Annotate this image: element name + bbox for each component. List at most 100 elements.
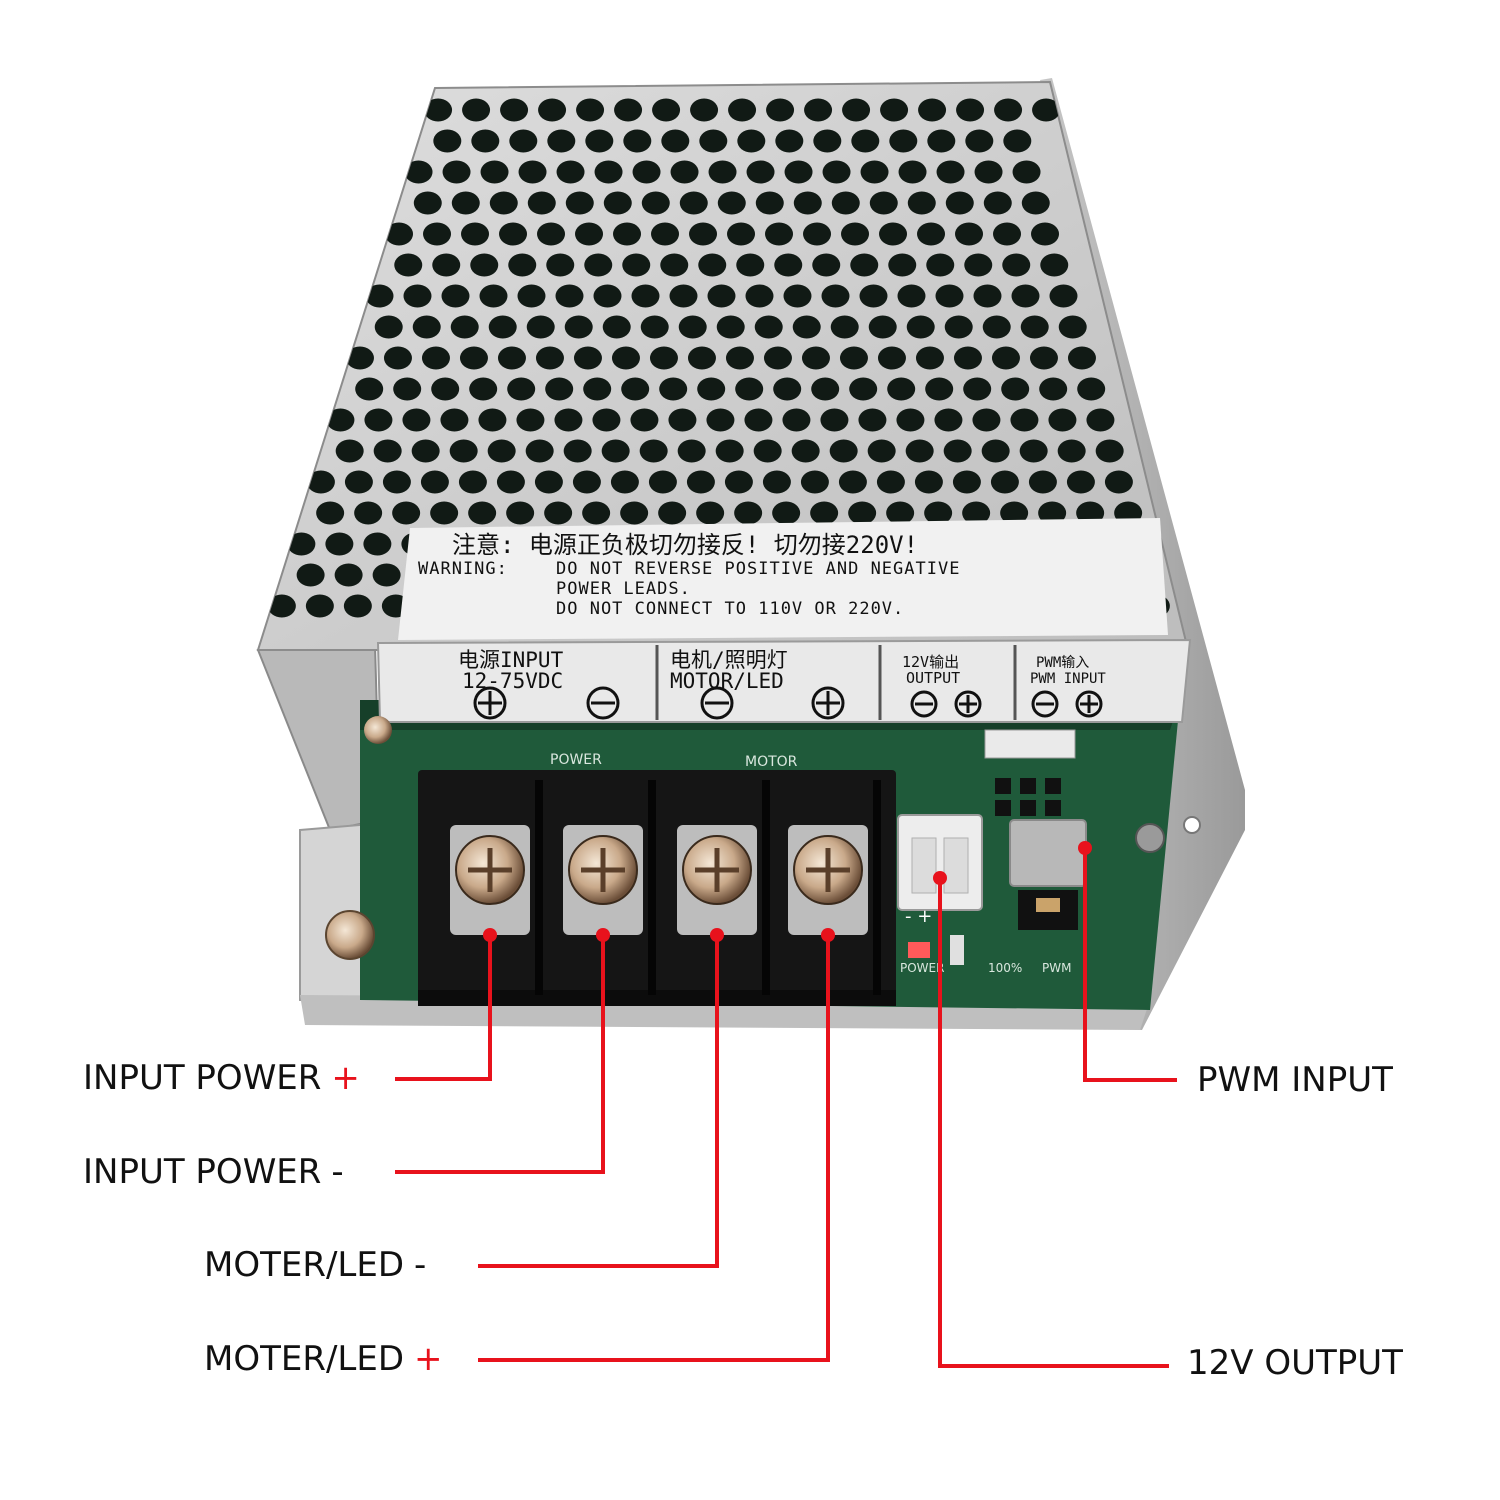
vent-hole [365, 284, 394, 308]
vent-hole [412, 315, 441, 339]
vent-hole [325, 532, 354, 556]
vent-hole [611, 346, 640, 370]
vent-hole [306, 470, 335, 494]
vent-hole [876, 470, 905, 494]
vent-hole [537, 222, 566, 246]
vent-hole [956, 98, 985, 122]
vent-hole [335, 439, 364, 463]
vent-hole [344, 470, 373, 494]
vent-hole [944, 315, 973, 339]
vent-hole [687, 346, 716, 370]
vent-hole [355, 377, 384, 401]
ventilation-holes [267, 98, 1170, 618]
terminal-screw-2[interactable] [563, 780, 656, 995]
vent-hole [621, 377, 650, 401]
vent-hole [459, 346, 488, 370]
vent-hole [753, 439, 782, 463]
vent-hole [801, 346, 830, 370]
vent-hole [610, 470, 639, 494]
vent-hole [1002, 253, 1031, 277]
mount-screw-left [325, 910, 375, 960]
vent-hole [716, 315, 745, 339]
vent-hole [296, 563, 325, 587]
vent-hole [955, 222, 984, 246]
vent-hole [489, 191, 518, 215]
label-text: PWM INPUT [1197, 1060, 1393, 1100]
vent-hole [430, 501, 459, 525]
vent-hole [658, 501, 687, 525]
vent-hole [305, 594, 334, 618]
vent-hole [631, 284, 660, 308]
vent-hole [670, 160, 699, 184]
vent-hole [326, 408, 355, 432]
vent-hole [964, 253, 993, 277]
vent-hole [965, 129, 994, 153]
vent-hole [479, 284, 508, 308]
vent-hole [706, 408, 735, 432]
plate-output-en: OUTPUT [906, 669, 960, 687]
vent-hole [698, 253, 727, 277]
terminal-screw-3[interactable] [677, 780, 770, 995]
vent-hole [527, 191, 556, 215]
leader-input-power-minus [395, 935, 605, 1174]
vent-hole [765, 222, 794, 246]
vent-hole [755, 191, 784, 215]
vent-hole [839, 346, 868, 370]
vent-hole [734, 501, 763, 525]
vent-hole [848, 501, 877, 525]
vent-hole [402, 408, 431, 432]
vent-hole [632, 160, 661, 184]
terminal-screw-1[interactable] [450, 780, 543, 995]
vent-hole [868, 315, 897, 339]
vent-hole [487, 439, 516, 463]
case-right-side [1040, 78, 1245, 1030]
vent-hole [1019, 439, 1048, 463]
vent-hole [659, 377, 688, 401]
vent-hole [820, 408, 849, 432]
leader-moter-led-minus [478, 935, 719, 1268]
vent-hole [763, 346, 792, 370]
vent-hole [905, 439, 934, 463]
vent-hole [773, 377, 802, 401]
minus-sign: - [414, 1245, 427, 1285]
terminal-screw-4[interactable] [788, 780, 881, 995]
vent-hole [576, 98, 605, 122]
vent-hole [677, 439, 706, 463]
label-text: 12V OUTPUT [1187, 1343, 1403, 1383]
vent-hole [974, 160, 1003, 184]
vent-hole [623, 129, 652, 153]
vent-hole [907, 191, 936, 215]
warning-chinese: 注意: 电源正负极切勿接反! 切勿接220V! [452, 531, 918, 559]
vent-hole [917, 222, 946, 246]
mount-screw-right [1135, 823, 1165, 853]
vent-hole [1029, 346, 1058, 370]
silk-power: POWER [550, 752, 602, 768]
vent-hole [1012, 160, 1041, 184]
vent-hole [880, 98, 909, 122]
vent-hole [526, 315, 555, 339]
vent-hole [1057, 439, 1086, 463]
vent-hole [538, 98, 567, 122]
vent-hole [678, 315, 707, 339]
vent-hole [471, 129, 500, 153]
vent-hole [744, 408, 773, 432]
pwm-connector [984, 729, 1087, 930]
warning-line1: DO NOT REVERSE POSITIVE AND NEGATIVE [556, 559, 960, 579]
vent-hole [614, 98, 643, 122]
vent-hole [649, 346, 678, 370]
vent-hole [651, 222, 680, 246]
vent-hole [640, 315, 669, 339]
vent-hole [945, 191, 974, 215]
vent-hole [924, 501, 953, 525]
vent-hole [1028, 470, 1057, 494]
vent-hole [914, 470, 943, 494]
plate-input-cn: 电源INPUT [458, 648, 564, 672]
minus-sign: - [331, 1152, 344, 1192]
vent-hole [784, 160, 813, 184]
plus-sign: + [331, 1058, 360, 1098]
vent-hole [565, 191, 594, 215]
mount-hole-right [1183, 816, 1201, 834]
vent-hole [774, 253, 803, 277]
